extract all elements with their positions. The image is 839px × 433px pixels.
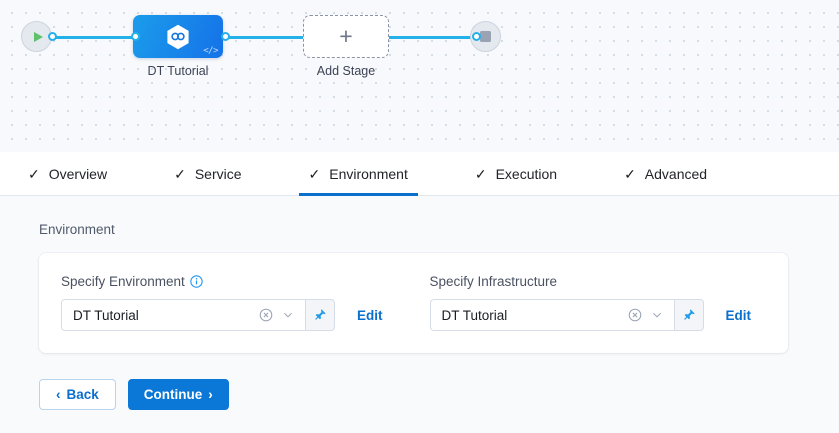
environment-select[interactable]: DT Tutorial [61,299,305,331]
specify-infrastructure-label-row: Specify Infrastructure [430,274,752,289]
tab-advanced[interactable]: ✓ Advanced [614,152,717,196]
connector-port-end[interactable] [472,32,481,41]
environment-select-value: DT Tutorial [73,307,139,323]
clear-icon[interactable] [259,308,273,322]
check-icon: ✓ [174,165,186,182]
continue-button-label: Continue [143,387,203,402]
back-button-label: Back [66,387,99,402]
edge-stage-to-add-stage [225,36,305,39]
footer-button-bar: ‹ Back Continue › [39,379,839,410]
edge-add-stage-to-end [389,36,481,39]
infrastructure-edit-link[interactable]: Edit [725,307,752,323]
stage-node-dt-tutorial[interactable]: </> [133,15,223,58]
pipeline-start-node[interactable] [21,21,52,52]
specify-infrastructure-group: Specify Infrastructure DT Tutorial [429,274,752,331]
specify-environment-row: DT Tutorial Edit [61,299,383,331]
tab-environment-label: Environment [329,165,408,182]
check-icon: ✓ [308,165,321,182]
pipeline-canvas[interactable]: </> DT Tutorial + Add Stage [0,0,839,152]
check-icon: ✓ [474,165,487,182]
plus-icon: + [339,23,353,49]
infrastructure-select[interactable]: DT Tutorial [429,299,674,331]
tab-execution-label: Execution [495,165,558,182]
tab-execution[interactable]: ✓ Execution [465,152,567,196]
stage-tab-bar: ✓ Overview ✓ Service ✓ Environment ✓ Exe… [0,152,839,196]
connector-port-start[interactable] [48,32,57,41]
add-stage-label: Add Stage [316,64,376,78]
continue-chevron-icon: › [208,387,213,402]
infrastructure-select-value: DT Tutorial [441,307,508,323]
tab-overview-label: Overview [48,165,108,182]
stage-node-label: DT Tutorial [147,64,209,78]
specify-infrastructure-label: Specify Infrastructure [429,274,558,289]
section-title: Environment [39,222,115,237]
environment-pin-button[interactable] [305,299,335,331]
environment-tab-panel: Environment Specify Environment DT Tutor… [0,196,839,433]
tab-service-label: Service [194,165,242,182]
infrastructure-pin-button[interactable] [673,299,704,331]
edge-start-to-stage [44,36,136,39]
pin-icon [315,309,326,320]
back-button[interactable]: ‹ Back [39,379,116,410]
back-chevron-icon: ‹ [56,387,61,402]
tab-service[interactable]: ✓ Service [164,152,251,196]
environment-edit-link[interactable]: Edit [357,307,383,323]
chevron-down-icon[interactable] [651,309,663,321]
add-stage-node[interactable]: + [303,15,389,58]
environment-card: Specify Environment DT Tutorial [39,253,788,353]
specify-environment-group: Specify Environment DT Tutorial [61,274,383,331]
chevron-down-icon[interactable] [282,309,294,321]
tab-environment[interactable]: ✓ Environment [298,152,419,196]
harness-hexagon-icon [167,24,189,49]
continue-button[interactable]: Continue › [127,379,229,410]
tab-overview[interactable]: ✓ Overview [18,152,117,196]
connector-port-stage-output[interactable] [221,32,230,41]
tab-advanced-label: Advanced [644,165,708,182]
code-badge-icon: </> [203,46,218,56]
check-icon: ✓ [624,165,636,182]
info-icon[interactable] [190,275,203,288]
specify-infrastructure-row: DT Tutorial Edit [429,299,752,331]
specify-environment-label: Specify Environment [61,274,185,289]
clear-icon[interactable] [628,308,642,322]
specify-environment-label-row: Specify Environment [61,274,383,289]
connector-port-stage-input[interactable] [131,32,140,41]
play-icon [33,31,43,42]
check-icon: ✓ [28,165,40,182]
pin-icon [683,309,695,320]
stop-icon [480,31,491,42]
